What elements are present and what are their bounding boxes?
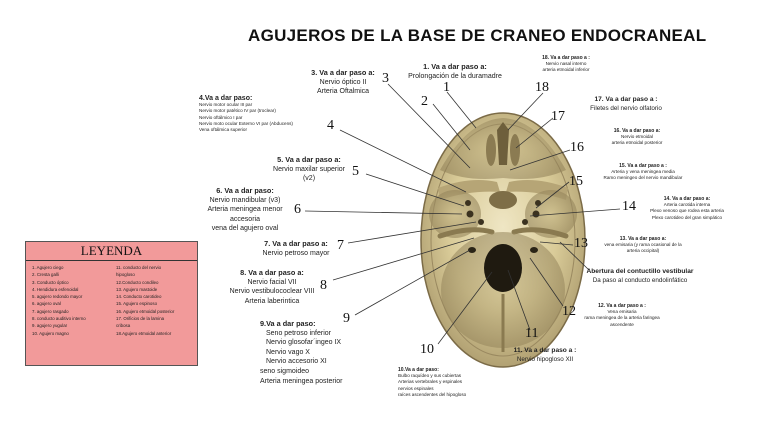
marker-15: 15 — [569, 174, 583, 189]
leader-lines — [304, 83, 621, 345]
legend-item: 15. Agujero espinoso — [116, 301, 158, 307]
marker-18: 18 — [535, 80, 549, 95]
legend-item: 6. agujero oval — [32, 301, 61, 307]
legend-item: 10. Agujero magno — [32, 330, 69, 336]
legend-item: 12.Conducto condileo — [116, 279, 159, 285]
marker-4: 4 — [327, 118, 334, 133]
legend-item: 1. Agujero ciego — [32, 265, 64, 270]
legend-title: LEYENDA — [26, 242, 197, 261]
legend-item: 5. agujero redondo mayor — [32, 294, 83, 300]
label-4: 4.Va a dar paso: Nervio motor ocular III… — [199, 95, 293, 133]
marker-1: 1 — [443, 80, 450, 95]
label-1: 1. Va a dar paso a:Prolongación de la du… — [408, 62, 502, 80]
label-7: 7. Va a dar paso a:Nervio petroso mayor — [262, 239, 330, 257]
label-14: 14. Va a dar paso a: Arteria carotida in… — [650, 196, 724, 220]
marker-3: 3 — [382, 71, 389, 86]
label-9: 9.Va a dar paso: Seno petroso inferior N… — [260, 319, 343, 385]
legend-item: 2. Cresta galli — [32, 272, 59, 278]
label-17: 17. Va a dar paso a :Filetes del nervio … — [590, 96, 662, 112]
legend-item: hipogloso — [116, 272, 135, 278]
marker-6: 6 — [294, 202, 301, 217]
label-11: 11. Va a dar paso a :Nervio hipogloso XI… — [513, 347, 577, 363]
legend-item: 18.Agujero etmoidal anterior — [116, 330, 172, 336]
legend-item: 8. conducto auditivo interno — [32, 316, 86, 322]
marker-12: 12 — [562, 304, 576, 319]
legend-item: 9. agujero yugular — [32, 323, 68, 329]
page-title: AGUJEROS DE LA BASE DE CRANEO ENDOCRANEA… — [248, 26, 707, 45]
legend-item: 17. Orificios de la lamina — [116, 316, 165, 322]
legend-item: cribosa — [116, 323, 131, 329]
marker-2: 2 — [421, 94, 428, 109]
label-15: 15. Va a dar paso a : Arteria y vena men… — [603, 163, 683, 181]
label-13: 13. Va a dar paso a: vena emisaria (y ra… — [604, 236, 682, 254]
skull-base — [420, 112, 586, 368]
legend-item: 11. conducto del nervio — [116, 265, 162, 270]
label-10: 10.Va a dar paso: Bulbo raquídeo y sus c… — [398, 367, 467, 397]
marker-10: 10 — [420, 342, 434, 357]
label-6: 6. Va a dar paso: Nervio mandibular (v3)… — [207, 186, 283, 233]
legend-item: 13. Agujero mastoide — [116, 286, 158, 292]
marker-8: 8 — [320, 278, 327, 293]
label-18: 18. Va a dar paso a : Nervio nasal inter… — [542, 55, 590, 73]
legend-item: 3. Conducto óptico — [32, 279, 69, 285]
marker-11: 11 — [525, 326, 539, 341]
legend-item: 16. Agujero etmoidal posterior — [116, 308, 175, 314]
marker-14: 14 — [622, 199, 636, 214]
legend-right-column: 11. conducto del nervio hipogloso 12.Con… — [116, 264, 174, 337]
marker-16: 16 — [570, 140, 584, 155]
legend-item: 4. Hendidura esfenoidal — [32, 286, 79, 292]
marker-9: 9 — [343, 311, 350, 326]
marker-7: 7 — [337, 238, 344, 253]
label-5: 5. Va a dar paso a:Nervio maxilar superi… — [273, 155, 345, 183]
marker-13: 13 — [574, 236, 588, 251]
legend-item: 7. agujero rasgado — [32, 308, 69, 314]
marker-5: 5 — [352, 164, 359, 179]
legend-left-column: 1. Agujero ciego 2. Cresta galli 3. Cond… — [32, 264, 86, 337]
marker-17: 17 — [551, 109, 565, 124]
legend-box: LEYENDA 1. Agujero ciego 2. Cresta galli… — [25, 241, 198, 366]
legend-item: 14. Conducto carotideo — [116, 294, 162, 300]
